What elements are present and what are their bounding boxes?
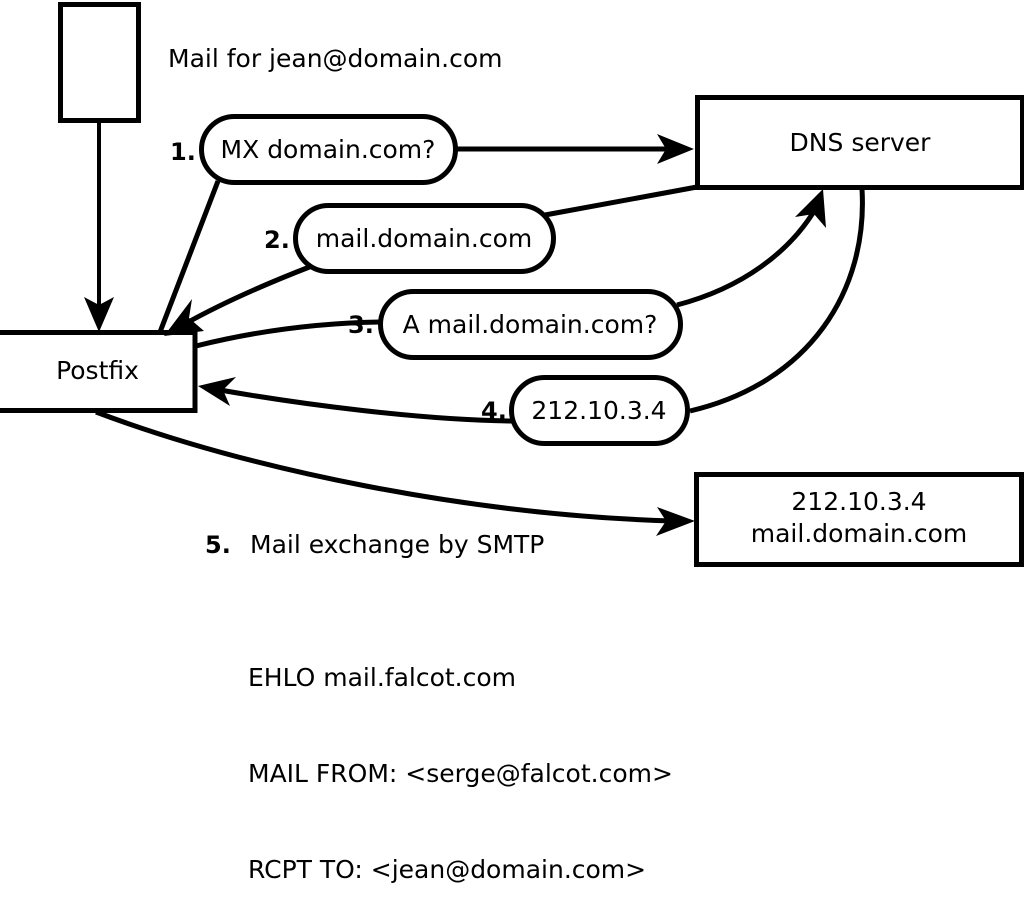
postfix-label: Postfix — [56, 356, 139, 385]
mail-server-label-host: mail.domain.com — [750, 519, 968, 548]
edge-dns-to-step2 — [544, 184, 698, 218]
edge-step1-tail-to-postfix — [157, 180, 221, 333]
arrowhead-step3-to-dns — [795, 189, 826, 228]
step-4-bubble — [509, 375, 690, 446]
step-3-bubble — [378, 289, 683, 360]
mail-server-box — [694, 472, 1024, 567]
step-1-bubble — [199, 114, 458, 185]
header-note: Mail for jean@domain.com — [168, 44, 503, 73]
step-4-number: 4. — [481, 397, 507, 425]
transcript-line: EHLO mail.falcot.com — [248, 663, 517, 692]
sender-box — [58, 2, 141, 123]
step-5-label: Mail exchange by SMTP — [250, 530, 545, 559]
step-3-number: 3. — [348, 311, 374, 339]
step-2-number: 2. — [264, 226, 290, 254]
dns-server-label: DNS server — [789, 128, 931, 157]
step-3-label: A mail.domain.com? — [402, 310, 658, 339]
arrowhead-step4-to-postfix — [198, 377, 236, 406]
step-2-bubble — [293, 203, 556, 274]
edge-step2-to-postfix — [181, 263, 313, 328]
smtp-transcript: EHLO mail.falcot.com MAIL FROM: <serge@f… — [248, 598, 673, 919]
step-1-number: 1. — [170, 138, 196, 166]
edge-step4-to-postfix — [219, 387, 513, 424]
arrowhead-postfix-to-mailserver — [656, 507, 695, 536]
edge-dns-to-step4 — [689, 188, 865, 414]
step-5-number: 5. — [205, 531, 231, 559]
step-2-label: mail.domain.com — [315, 224, 533, 253]
transcript-line: MAIL FROM: <serge@falcot.com> — [248, 759, 673, 788]
arrowhead-step1-to-dns — [657, 134, 694, 164]
transcript-line: RCPT TO: <jean@domain.com> — [248, 855, 647, 884]
postfix-box — [0, 330, 198, 413]
arrowhead-step2-to-postfix — [164, 299, 204, 336]
step-1-label: MX domain.com? — [220, 135, 436, 164]
step-4-label: 212.10.3.4 — [531, 396, 667, 425]
edge-postfix-to-mailserver — [95, 409, 673, 524]
dns-server-box — [695, 95, 1024, 190]
edge-step3-to-dns — [676, 206, 819, 308]
arrowhead-sender-to-postfix — [84, 297, 114, 332]
edge-postfix-to-step3 — [195, 319, 381, 349]
mail-server-label-ip: 212.10.3.4 — [791, 487, 927, 516]
